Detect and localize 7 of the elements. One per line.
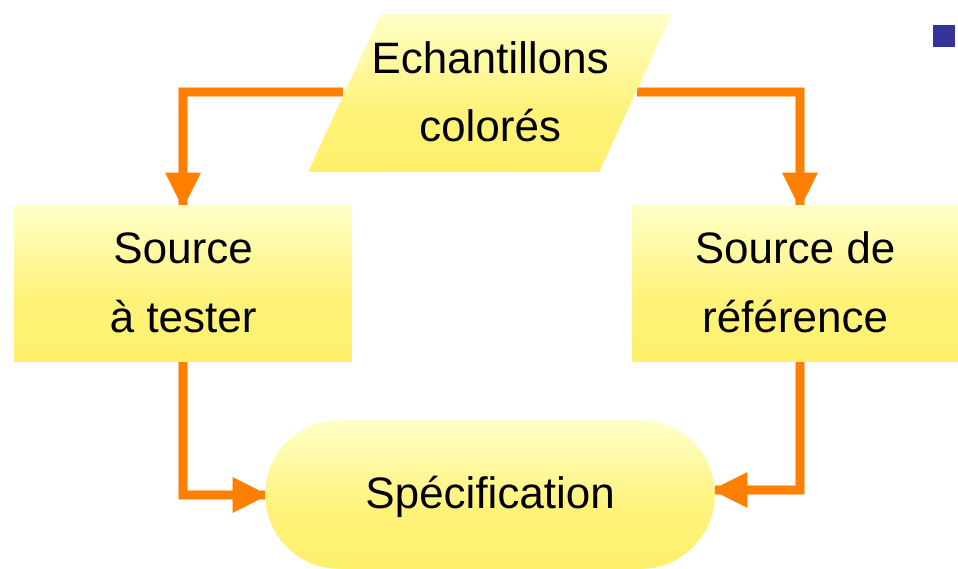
process-box [632, 205, 958, 362]
node-label: Source à tester [108, 223, 258, 344]
node-label: Spécification [364, 468, 616, 520]
node-label: Source de référence [694, 223, 896, 344]
node-label: Echantillons colorés [370, 32, 610, 153]
data-parallelogram [308, 14, 672, 172]
process-box [14, 205, 352, 362]
